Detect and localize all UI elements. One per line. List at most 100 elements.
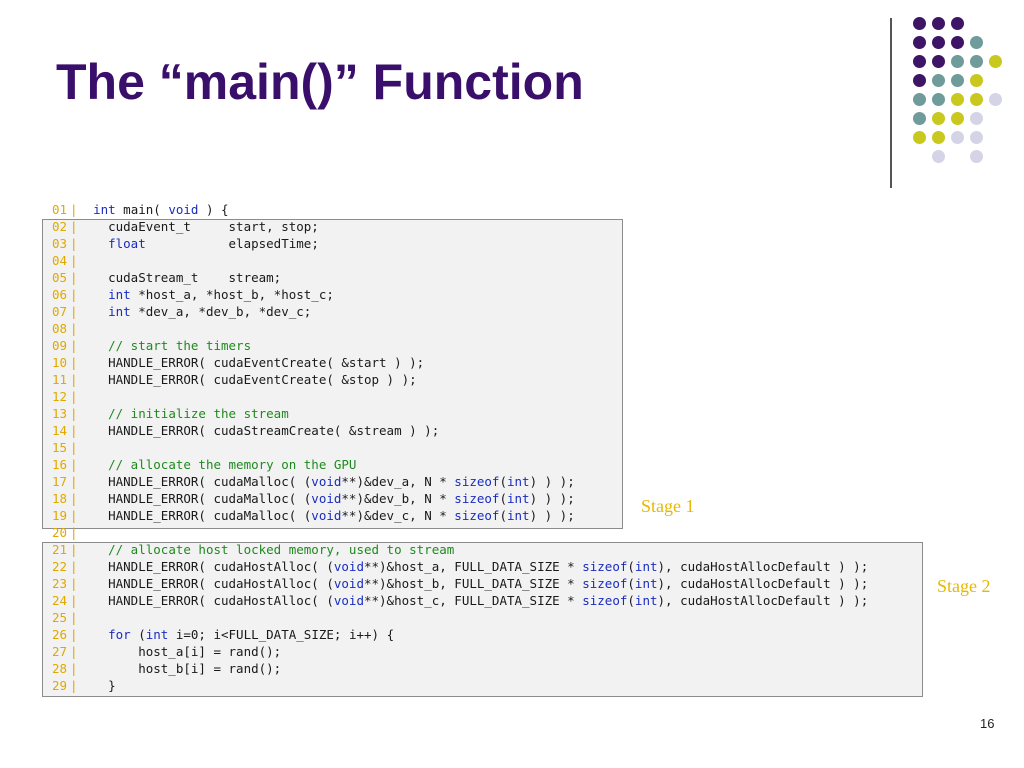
decorative-dot xyxy=(913,131,926,144)
line-separator: | xyxy=(70,236,78,251)
code-text: ( xyxy=(499,508,507,523)
code-text: HANDLE_ERROR( cudaEventCreate( &start ) … xyxy=(78,355,425,370)
line-number: 18 xyxy=(52,491,68,506)
line-number: 04 xyxy=(52,253,68,268)
code-line: 23| HANDLE_ERROR( cudaHostAlloc( (void**… xyxy=(52,575,868,592)
code-line: 12| xyxy=(52,388,868,405)
line-separator: | xyxy=(70,202,78,217)
code-line: 27| host_a[i] = rand(); xyxy=(52,643,868,660)
code-text: HANDLE_ERROR( cudaStreamCreate( &stream … xyxy=(78,423,440,438)
line-number: 23 xyxy=(52,576,68,591)
line-separator: | xyxy=(70,610,78,625)
line-number: 05 xyxy=(52,270,68,285)
code-keyword: for xyxy=(108,627,131,642)
code-keyword: sizeof xyxy=(582,576,628,591)
code-keyword: void xyxy=(333,576,364,591)
decorative-dot xyxy=(970,74,983,87)
line-separator: | xyxy=(70,338,78,353)
line-number: 20 xyxy=(52,525,68,540)
code-keyword: void xyxy=(333,559,364,574)
line-number: 21 xyxy=(52,542,68,557)
code-line: 01| int main( void ) { xyxy=(52,201,868,218)
code-text xyxy=(78,287,108,302)
code-text: HANDLE_ERROR( cudaHostAlloc( ( xyxy=(78,593,334,608)
decorative-dot xyxy=(913,112,926,125)
code-text: **)&host_b, FULL_DATA_SIZE * xyxy=(363,576,583,591)
code-text xyxy=(78,542,108,557)
line-number: 14 xyxy=(52,423,68,438)
code-text xyxy=(78,304,108,319)
decorative-dot xyxy=(932,55,945,68)
decorative-dot xyxy=(951,112,964,125)
code-line: 28| host_b[i] = rand(); xyxy=(52,660,868,677)
code-line: 29| } xyxy=(52,677,868,694)
code-text: i=0; i<FULL_DATA_SIZE; i++) { xyxy=(168,627,395,642)
code-keyword: sizeof xyxy=(582,559,628,574)
code-keyword: sizeof xyxy=(454,491,500,506)
decorative-dot xyxy=(951,74,964,87)
code-text xyxy=(78,202,93,217)
code-keyword: int xyxy=(634,576,658,591)
code-text: cudaEvent_t start, stop; xyxy=(78,219,319,234)
decorative-dot xyxy=(932,74,945,87)
code-keyword: int xyxy=(506,508,530,523)
line-number: 19 xyxy=(52,508,68,523)
code-keyword: void xyxy=(311,508,342,523)
line-number: 25 xyxy=(52,610,68,625)
code-text: main( xyxy=(115,202,169,217)
code-text: HANDLE_ERROR( cudaMalloc( ( xyxy=(78,474,312,489)
line-number: 17 xyxy=(52,474,68,489)
decorative-dot xyxy=(970,112,983,125)
line-number: 07 xyxy=(52,304,68,319)
code-keyword: void xyxy=(168,202,199,217)
decorative-divider xyxy=(890,18,892,188)
line-separator: | xyxy=(70,270,78,285)
code-line: 06| int *host_a, *host_b, *host_c; xyxy=(52,286,868,303)
code-text xyxy=(78,457,108,472)
line-number: 10 xyxy=(52,355,68,370)
line-number: 26 xyxy=(52,627,68,642)
code-line: 16| // allocate the memory on the GPU xyxy=(52,456,868,473)
code-text: ) ) ); xyxy=(529,491,575,506)
code-keyword: int xyxy=(634,593,658,608)
code-line: 08| xyxy=(52,320,868,337)
code-text: HANDLE_ERROR( cudaMalloc( ( xyxy=(78,508,312,523)
code-line: 10| HANDLE_ERROR( cudaEventCreate( &star… xyxy=(52,354,868,371)
code-text: cudaStream_t stream; xyxy=(78,270,282,285)
line-separator: | xyxy=(70,508,78,523)
code-keyword: void xyxy=(333,593,364,608)
decorative-dot xyxy=(932,150,945,163)
line-separator: | xyxy=(70,525,78,540)
code-keyword: int xyxy=(506,491,530,506)
code-keyword: int xyxy=(108,304,131,319)
line-separator: | xyxy=(70,355,78,370)
line-number: 09 xyxy=(52,338,68,353)
code-text: ) { xyxy=(198,202,229,217)
code-comment: // initialize the stream xyxy=(108,406,289,421)
code-line: 24| HANDLE_ERROR( cudaHostAlloc( (void**… xyxy=(52,592,868,609)
line-number: 11 xyxy=(52,372,68,387)
code-listing: 01| int main( void ) {02| cudaEvent_t st… xyxy=(52,201,868,694)
decorative-dot xyxy=(951,93,964,106)
code-line: 04| xyxy=(52,252,868,269)
code-text: ), cudaHostAllocDefault ) ); xyxy=(657,593,869,608)
stage1-label: Stage 1 xyxy=(641,496,695,516)
code-keyword: sizeof xyxy=(454,508,500,523)
line-separator: | xyxy=(70,389,78,404)
code-line: 02| cudaEvent_t start, stop; xyxy=(52,218,868,235)
decorative-dot xyxy=(951,17,964,30)
code-text: **)&dev_c, N * xyxy=(341,508,455,523)
line-number: 12 xyxy=(52,389,68,404)
slide-title: The “main()” Function xyxy=(56,54,584,110)
line-number: 27 xyxy=(52,644,68,659)
line-number: 29 xyxy=(52,678,68,693)
decorative-dot xyxy=(932,17,945,30)
line-separator: | xyxy=(70,304,78,319)
line-separator: | xyxy=(70,627,78,642)
line-separator: | xyxy=(70,576,78,591)
line-number: 02 xyxy=(52,219,68,234)
stage2-label: Stage 2 xyxy=(937,576,991,596)
code-text xyxy=(78,627,108,642)
line-number: 06 xyxy=(52,287,68,302)
code-comment: // allocate host locked memory, used to … xyxy=(108,542,455,557)
